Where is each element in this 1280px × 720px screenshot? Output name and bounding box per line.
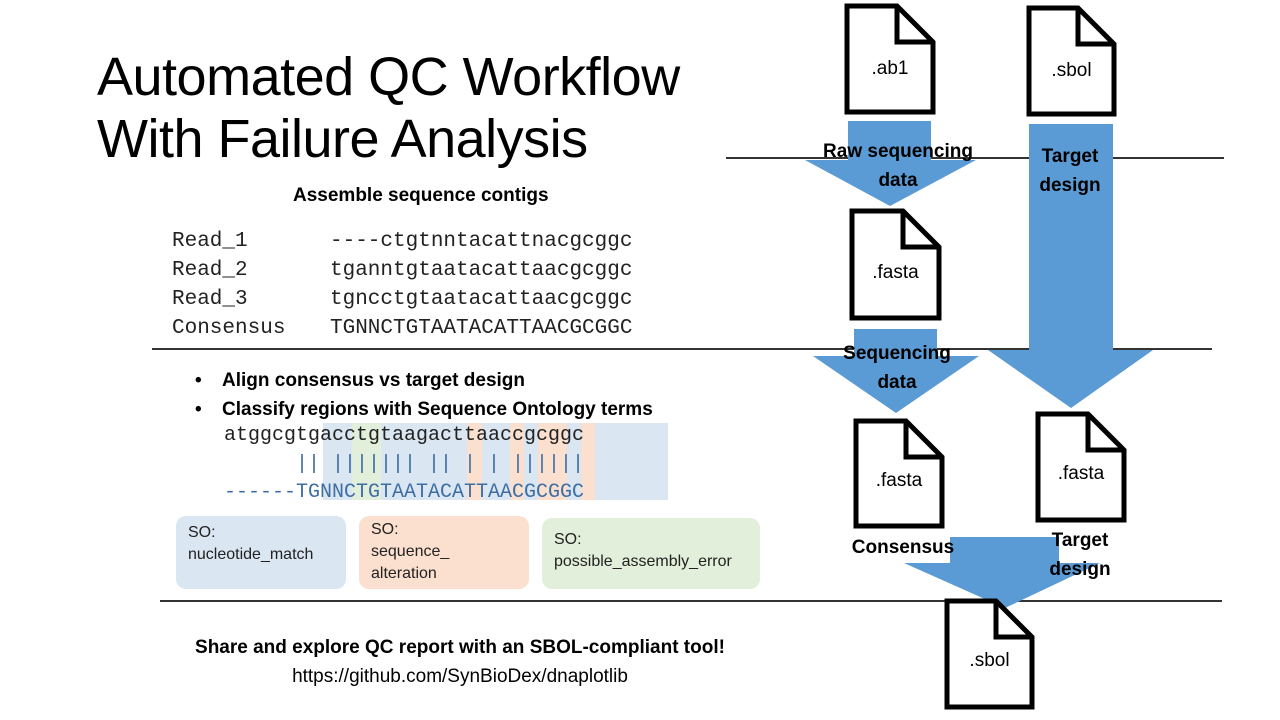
bullet-list: Align consensus vs target design Classif… xyxy=(195,366,653,424)
match-highlight xyxy=(595,423,668,500)
consensus-sequence: ------TGNNCTGTAATACATTAACGCGGC xyxy=(224,481,585,504)
file-icon xyxy=(844,3,936,115)
file-icon xyxy=(849,208,942,321)
read-name: Consensus xyxy=(172,317,286,340)
label-line: Target xyxy=(1041,146,1099,167)
title-line-1: Automated QC Workflow xyxy=(97,47,680,107)
label-line: Sequencing xyxy=(843,343,951,364)
read-row: Read_3 tgncctgtaatacattaacgcggc xyxy=(172,285,632,314)
share-note: Share and explore QC report with an SBOL… xyxy=(0,633,920,691)
match-highlight xyxy=(381,423,467,500)
match-highlight xyxy=(323,423,352,500)
arrow-target-design xyxy=(988,124,1153,408)
divider-middle xyxy=(152,348,1212,350)
legend-term: possible_assembly_error xyxy=(554,553,732,570)
read-name: Read_3 xyxy=(172,288,248,311)
read-sequence: tgncctgtaatacattaacgcggc xyxy=(330,288,633,311)
label-line: design xyxy=(1039,175,1101,196)
share-heading: Share and explore QC report with an SBOL… xyxy=(195,637,725,658)
file-label-fasta-target: .fasta xyxy=(1057,463,1105,484)
label-line: Raw sequencing xyxy=(823,141,973,162)
share-link: https://github.com/SynBioDex/dnaplotlib xyxy=(292,666,628,687)
file-icon xyxy=(944,598,1035,710)
legend-label: SO: xyxy=(188,524,216,541)
divider-bottom xyxy=(160,600,1222,602)
legend-term: sequence_ xyxy=(371,543,450,560)
arrow-sequencing-data xyxy=(813,329,979,413)
file-label-fasta-consensus: .fasta xyxy=(875,470,923,491)
assembly-error-highlight xyxy=(352,423,381,500)
read-sequence: TGNNCTGTAATACATTAACGCGGC xyxy=(330,317,633,340)
file-label-fasta: .fasta xyxy=(872,262,919,283)
legend-sequence-alteration: SO: sequence_ alteration xyxy=(359,516,529,589)
alteration-highlight xyxy=(581,423,595,500)
legend-possible-assembly-error: SO: possible_assembly_error xyxy=(542,518,760,589)
file-icon xyxy=(1026,5,1117,117)
read-row: Read_1 ----ctgtnntacattnacgcggc xyxy=(172,227,632,256)
label-line: data xyxy=(878,170,918,191)
title-line-2: With Failure Analysis xyxy=(97,109,588,169)
bullet-item: Classify regions with Sequence Ontology … xyxy=(195,395,653,424)
read-sequence: ----ctgtnntacattnacgcggc xyxy=(330,230,633,253)
legend-label: SO: xyxy=(371,521,399,538)
alteration-highlight xyxy=(467,423,482,500)
read-row: Consensus TGNNCTGTAATACATTAACGCGGC xyxy=(172,314,632,343)
label-sequencing-data: Sequencing data xyxy=(827,339,967,397)
match-highlight xyxy=(567,423,581,500)
read-sequence: tganntgtaatacattaacgcggc xyxy=(330,259,633,282)
file-icon xyxy=(853,418,945,529)
label-consensus: Consensus xyxy=(851,537,955,558)
read-name: Read_1 xyxy=(172,230,248,253)
bullet-item: Align consensus vs target design xyxy=(195,366,653,395)
legend-term-cont: alteration xyxy=(371,565,437,582)
file-icon xyxy=(1035,411,1127,523)
label-line: design xyxy=(1049,559,1111,580)
read-row: Read_2 tganntgtaatacattaacgcggc xyxy=(172,256,632,285)
arrow-merge xyxy=(904,537,1100,608)
read-table: Read_1 ----ctgtnntacattnacgcggc Read_2 tga… xyxy=(172,227,632,343)
match-highlight xyxy=(482,423,510,500)
alteration-highlight xyxy=(538,423,567,500)
arrow-raw-data xyxy=(805,121,976,206)
legend-term: nucleotide_match xyxy=(188,546,314,563)
label-line: data xyxy=(877,372,917,393)
target-sequence: atggcgtgacctgtaagacttaaccgcggc xyxy=(224,424,585,447)
divider-top xyxy=(726,157,1224,159)
label-target-design-bottom: Target design xyxy=(1030,526,1130,584)
label-raw-sequencing-data: Raw sequencing data xyxy=(805,137,991,195)
alignment-bars: || ||||||| || | | |||||| xyxy=(224,453,585,476)
label-line: Target xyxy=(1051,530,1109,551)
read-name: Read_2 xyxy=(172,259,248,282)
legend-label: SO: xyxy=(554,531,582,548)
legend-nucleotide-match: SO: nucleotide_match xyxy=(176,516,346,589)
slide-title: Automated QC Workflow With Failure Analy… xyxy=(97,46,680,170)
file-label-sbol-top: .sbol xyxy=(1051,60,1092,81)
alteration-highlight xyxy=(510,423,524,500)
label-target-design-top: Target design xyxy=(1020,142,1120,200)
assemble-heading: Assemble sequence contigs xyxy=(293,185,549,206)
file-label-ab1: .ab1 xyxy=(871,58,909,79)
file-label-sbol-bottom: .sbol xyxy=(969,650,1010,671)
match-highlight xyxy=(524,423,538,500)
